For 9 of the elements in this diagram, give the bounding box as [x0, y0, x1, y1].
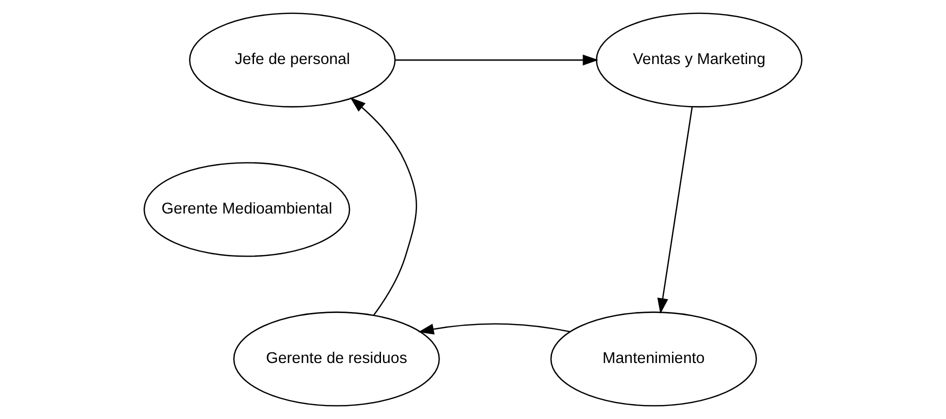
arrow	[350, 97, 418, 316]
arrow	[418, 323, 570, 334]
node-ellipse: Gerente de residuos	[233, 312, 440, 406]
node-ellipse: Jefe de personal	[189, 12, 396, 108]
node-ellipse: Gerente Medioambiental	[144, 162, 350, 257]
arrow	[395, 54, 598, 66]
arrow	[657, 106, 693, 314]
node-ellipse: Mantenimiento	[550, 312, 757, 406]
node-ellipse: Ventas y Marketing	[596, 12, 802, 108]
